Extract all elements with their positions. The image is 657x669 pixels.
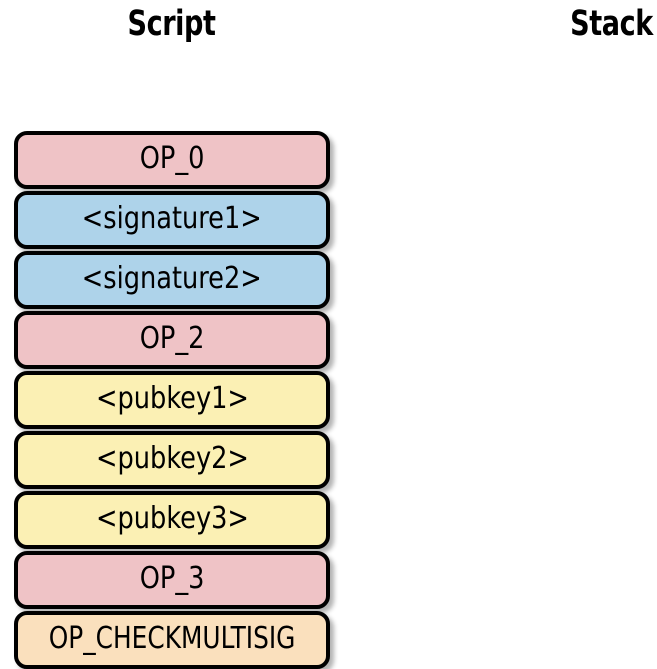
script-item-label: <pubkey3> xyxy=(95,501,249,536)
stack-item-stack xyxy=(440,131,643,613)
script-item-opcode[interactable]: OP_2 xyxy=(14,311,330,369)
script-item-stack: OP_0 <signature1> <signature2> OP_2 <pubkey1… xyxy=(14,131,330,669)
script-item-pubkey[interactable]: <pubkey3> xyxy=(14,491,330,549)
script-column-header: Script xyxy=(127,4,216,44)
diagram-canvas: Script Stack OP_0 <signature1> <signature2… xyxy=(14,4,653,669)
script-item-label: <pubkey2> xyxy=(95,441,249,476)
script-item-label: OP_3 xyxy=(139,561,205,596)
script-item-label: OP_CHECKMULTISIG xyxy=(48,621,296,656)
script-item-label: <signature1> xyxy=(81,201,262,236)
script-item-label: <signature2> xyxy=(81,261,262,296)
script-item-pubkey[interactable]: <pubkey2> xyxy=(14,431,330,489)
script-item-label: <pubkey1> xyxy=(95,381,249,416)
script-item-opcode[interactable]: OP_3 xyxy=(14,551,330,609)
script-item-signature[interactable]: <signature2> xyxy=(14,251,330,309)
script-item-signature[interactable]: <signature1> xyxy=(14,191,330,249)
script-item-label: OP_2 xyxy=(139,321,205,356)
stack-column-header: Stack xyxy=(570,4,653,44)
script-item-opcode[interactable]: OP_0 xyxy=(14,131,330,189)
script-item-pubkey[interactable]: <pubkey1> xyxy=(14,371,330,429)
script-item-checksig[interactable]: OP_CHECKMULTISIG xyxy=(14,611,330,669)
script-item-label: OP_0 xyxy=(139,141,205,176)
